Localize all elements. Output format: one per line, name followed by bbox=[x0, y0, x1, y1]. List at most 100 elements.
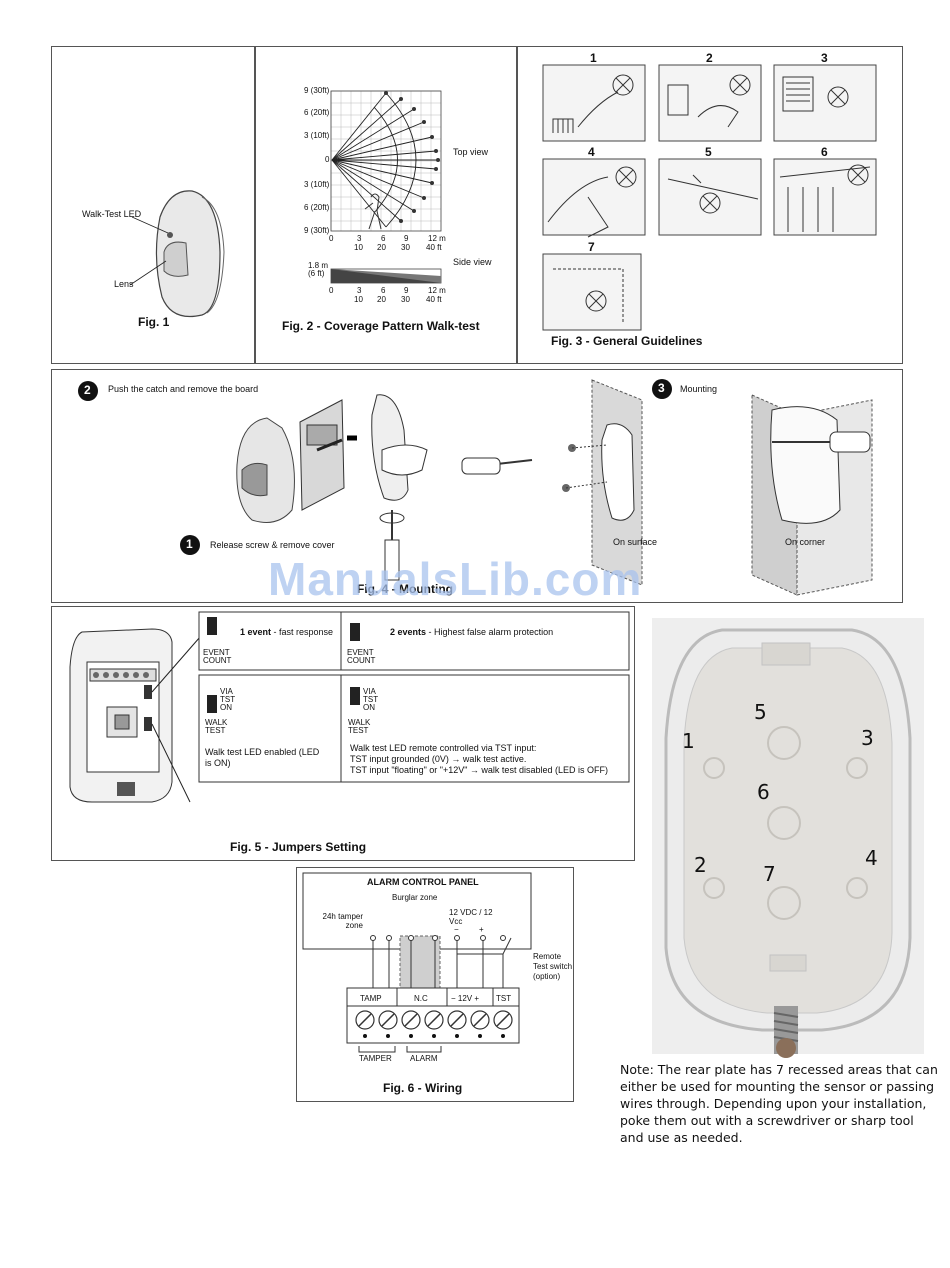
watermark: ManualsLib.com bbox=[268, 553, 643, 605]
fig4-caption: Fig. 4 - Mounting bbox=[357, 582, 453, 596]
rear-plate-note: Note: The rear plate has 7 recessed area… bbox=[620, 1062, 938, 1145]
fig5-caption: Fig. 5 - Jumpers Setting bbox=[230, 840, 367, 854]
y-tick-1: 6 (20ft) bbox=[304, 108, 330, 117]
x-tick-side-0: 0 bbox=[329, 286, 334, 295]
fig3-num-4: 4 bbox=[588, 145, 595, 159]
rear-plate-drawing bbox=[652, 618, 924, 1058]
x-tick-top-4: 12 m bbox=[428, 234, 446, 243]
fig6-panel: ALARM CONTROL PANEL Burglar zone 24h tam… bbox=[296, 867, 574, 1102]
tamper-label: TAMPER bbox=[359, 1054, 392, 1063]
photo-label-2: 2 bbox=[694, 853, 707, 877]
height-label: 1.8 m bbox=[308, 261, 329, 270]
y-tick-6: 9 (30ft) bbox=[304, 226, 330, 235]
x-tick-side-3: 9 bbox=[404, 286, 409, 295]
fig6-caption: Fig. 6 - Wiring bbox=[383, 1081, 463, 1095]
x-tick-top-1: 3 bbox=[357, 234, 362, 243]
step2-text: Push the catch and remove the board bbox=[108, 384, 259, 394]
fig2-panel: 9 (30ft) 6 (20ft) 3 (10ft) 0 3 (10ft) 6 … bbox=[255, 46, 517, 364]
remote-line2: TST input grounded (0V) → walk test acti… bbox=[350, 754, 527, 764]
x-tick-top-2: 6 bbox=[381, 234, 386, 243]
lens-label: Lens bbox=[114, 279, 134, 289]
on-surface-label: On surface bbox=[613, 537, 658, 547]
rear-plate-photo: 1 2 3 4 5 6 7 bbox=[652, 618, 924, 1058]
fig3-panel: 1 2 3 4 5 6 7 Fig. 3 - General Guideline… bbox=[517, 46, 903, 364]
on-label-1: ON bbox=[220, 703, 232, 712]
walk-test-label-2: WALK TEST bbox=[348, 718, 371, 735]
y-tick-2: 3 (10ft) bbox=[304, 131, 330, 140]
y-tick-0: 9 (30ft) bbox=[304, 86, 330, 95]
step2-number: 2 bbox=[84, 383, 91, 397]
y-tick-3: 0 bbox=[325, 155, 330, 164]
fig3-num-2: 2 bbox=[706, 51, 713, 65]
walk-test-label-1: WALK TEST bbox=[205, 718, 228, 735]
photo-label-4: 4 bbox=[865, 846, 878, 870]
event1-desc: - fast response bbox=[271, 627, 334, 637]
fig5-panel: 1 event - fast response 2 events - Highe… bbox=[51, 606, 635, 861]
step3-text: Mounting bbox=[680, 384, 718, 394]
guideline-thumbnails bbox=[542, 64, 877, 331]
fig1-panel: Walk-Test LED Lens Fig. 1 bbox=[51, 46, 255, 364]
tst-label-1: TST bbox=[220, 695, 236, 704]
remote-line3: TST input "floating" or "+12V" → walk te… bbox=[350, 765, 608, 775]
plus-sign: + bbox=[479, 925, 484, 934]
fig3-caption: Fig. 3 - General Guidelines bbox=[551, 334, 703, 348]
x-tick-top-ft-1: 20 bbox=[377, 243, 386, 252]
via-label-1: VIA bbox=[220, 687, 233, 696]
photo-label-6: 6 bbox=[757, 780, 770, 804]
event2-title: 2 events bbox=[390, 627, 427, 637]
event1-title: 1 event bbox=[240, 627, 272, 637]
tamper-zone-label: 24h tamper zone bbox=[322, 912, 363, 930]
step1-number: 1 bbox=[186, 537, 193, 551]
x-tick-top-ft-2: 30 bbox=[401, 243, 410, 252]
board-jumper-illustration bbox=[69, 611, 630, 803]
remote-line1: Walk test LED remote controlled via TST … bbox=[350, 743, 537, 753]
on-corner-label: On corner bbox=[785, 537, 826, 547]
coverage-pattern-chart bbox=[330, 90, 442, 284]
y-tick-5: 6 (20ft) bbox=[304, 203, 330, 212]
x-tick-side-1: 3 bbox=[357, 286, 362, 295]
x-tick-top-ft-3: 40 ft bbox=[426, 243, 442, 252]
control-panel-title: ALARM CONTROL PANEL bbox=[367, 877, 479, 887]
top-view-label: Top view bbox=[453, 147, 489, 157]
photo-label-7: 7 bbox=[763, 862, 776, 886]
fig4-panel: 2 3 1 Push the catch and remove the boar… bbox=[51, 369, 903, 603]
x-tick-side-4: 12 m bbox=[428, 286, 446, 295]
photo-label-3: 3 bbox=[861, 726, 874, 750]
x-tick-top-3: 9 bbox=[404, 234, 409, 243]
photo-label-1: 1 bbox=[682, 729, 695, 753]
detector-front-illustration bbox=[129, 190, 225, 318]
walk-test-led-label: Walk-Test LED bbox=[82, 209, 142, 219]
v12-label: − 12V + bbox=[451, 994, 480, 1003]
y-tick-4: 3 (10ft) bbox=[304, 180, 330, 189]
fig3-num-7: 7 bbox=[588, 240, 595, 254]
x-tick-side-ft-2: 30 bbox=[401, 295, 410, 304]
fig3-num-3: 3 bbox=[821, 51, 828, 65]
event2-desc: - Highest false alarm protection bbox=[426, 627, 554, 637]
fig3-num-1: 1 bbox=[590, 51, 597, 65]
x-tick-top-0: 0 bbox=[329, 234, 334, 243]
x-tick-side-ft-3: 40 ft bbox=[426, 295, 442, 304]
remote-switch-label: Remote Test switch (option) bbox=[533, 952, 573, 981]
nc-label: N.C bbox=[414, 994, 428, 1003]
fig1-caption: Fig. 1 bbox=[138, 315, 170, 329]
via-label-2: VIA bbox=[363, 687, 376, 696]
mounting-illustration bbox=[78, 379, 873, 596]
x-tick-top-ft-0: 10 bbox=[354, 243, 363, 252]
event2-text: 2 events - Highest false alarm protectio… bbox=[390, 627, 553, 638]
wiring-diagram bbox=[302, 872, 532, 1053]
fig2-caption: Fig. 2 - Coverage Pattern Walk-test bbox=[282, 319, 480, 333]
height-ft-label: (6 ft) bbox=[308, 269, 325, 278]
burglar-zone-label: Burglar zone bbox=[392, 893, 438, 902]
tst-terminal-label: TST bbox=[496, 994, 512, 1003]
x-tick-side-2: 6 bbox=[381, 286, 386, 295]
tst-label-2: TST bbox=[363, 695, 379, 704]
event-count-label-2: EVENT COUNT bbox=[347, 648, 376, 665]
alarm-label: ALARM bbox=[410, 1054, 438, 1063]
x-tick-side-ft-0: 10 bbox=[354, 295, 363, 304]
event1-text: 1 event - fast response bbox=[240, 627, 333, 638]
side-view-label: Side view bbox=[453, 257, 492, 267]
fig3-num-5: 5 bbox=[705, 145, 712, 159]
step3-number: 3 bbox=[658, 381, 665, 395]
fig3-num-6: 6 bbox=[821, 145, 828, 159]
vdc-label: 12 VDC / 12 Vcc bbox=[449, 908, 493, 926]
